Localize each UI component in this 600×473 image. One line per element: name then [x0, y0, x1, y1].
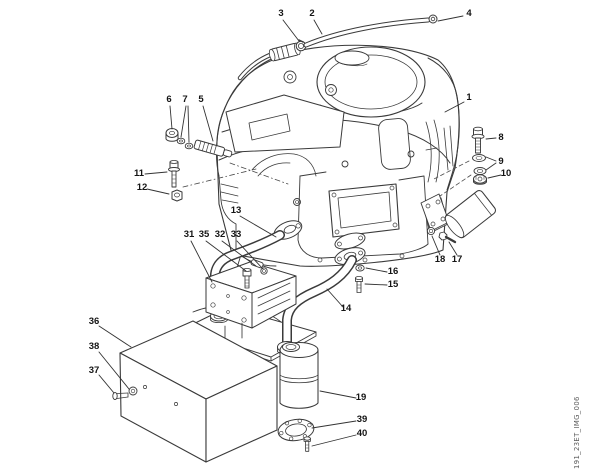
callout-6: 6 [166, 94, 171, 105]
callout-39: 39 [357, 414, 368, 425]
engine-body [216, 44, 460, 307]
callout-7: 7 [182, 94, 187, 105]
callout-9: 9 [498, 156, 503, 167]
stud-5 [193, 139, 233, 158]
washer-33 [260, 267, 268, 275]
callout-15: 15 [388, 279, 399, 290]
callout-8: 8 [498, 132, 503, 143]
filter-bracket [420, 193, 450, 232]
fuel-line-assembly [237, 14, 438, 81]
callout-31: 31 [184, 229, 195, 240]
callout-1: 1 [466, 92, 472, 103]
muffler-19 [279, 341, 319, 409]
bolt-37 [112, 391, 129, 401]
callout-3: 3 [278, 8, 283, 19]
lifting-bracket [425, 119, 454, 183]
washers-9 [472, 154, 487, 175]
oil-filter [444, 190, 497, 239]
callout-4: 4 [466, 8, 472, 19]
flange-39 [277, 418, 315, 442]
hose-fitting [428, 14, 438, 24]
assembly-dash-lines [182, 160, 472, 197]
callout-17: 17 [452, 254, 463, 265]
bolt-40 [303, 436, 311, 452]
callout-labels: 1 2 3 4 5 6 7 8 9 10 11 12 13 14 15 16 1… [89, 8, 512, 439]
callout-36: 36 [89, 316, 100, 327]
bolt-8 [471, 126, 485, 154]
watermark-text: 191_23ET_IMG_006 [573, 396, 581, 469]
leader-lines [98, 15, 502, 447]
washers-7 [176, 137, 194, 150]
washer-38 [128, 386, 138, 396]
callout-14: 14 [341, 303, 352, 314]
callout-32: 32 [215, 229, 226, 240]
callout-40: 40 [357, 428, 368, 439]
valve-cover [328, 183, 400, 238]
washer-16 [355, 264, 365, 272]
callout-10: 10 [501, 168, 512, 179]
nut-10 [473, 174, 487, 185]
callout-35: 35 [199, 229, 210, 240]
muffler-box-36 [119, 320, 278, 463]
callout-2: 2 [309, 8, 314, 19]
fuel-tank [225, 70, 345, 153]
callout-19: 19 [356, 392, 367, 403]
fuel-hose [303, 17, 431, 48]
callout-38: 38 [89, 341, 100, 352]
callout-5: 5 [198, 94, 204, 105]
callout-13: 13 [231, 205, 242, 216]
callout-33: 33 [231, 229, 242, 240]
bolt-17 [438, 231, 457, 244]
callout-37: 37 [89, 365, 100, 376]
mounting-bracket-31 [205, 261, 297, 341]
washer-18 [426, 226, 436, 236]
nut-6 [165, 128, 179, 142]
bolt-15 [355, 275, 363, 293]
side-panel [378, 118, 411, 170]
callout-12: 12 [137, 182, 148, 193]
callout-18: 18 [435, 254, 446, 265]
callout-16: 16 [388, 266, 399, 277]
nut-12 [171, 189, 183, 202]
callout-11: 11 [134, 168, 145, 179]
bolt-11 [168, 160, 180, 188]
air-cleaner-cover [316, 46, 426, 118]
